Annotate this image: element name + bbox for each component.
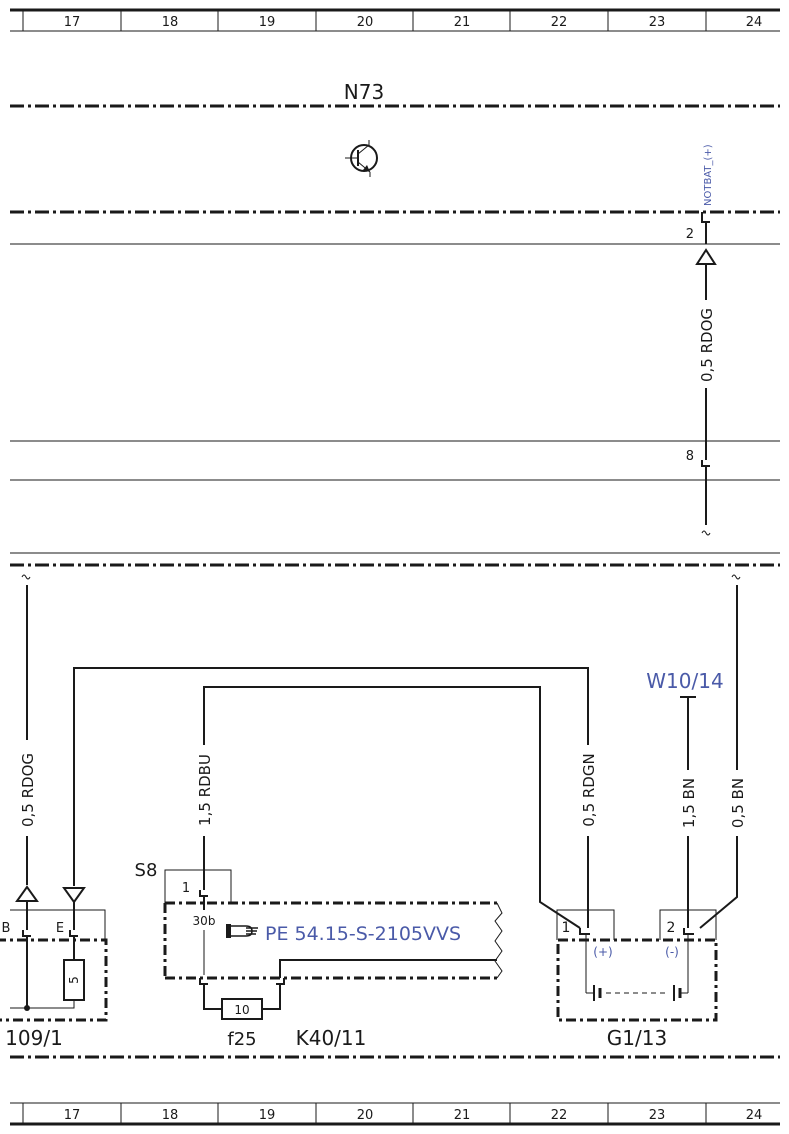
notbat-label: NOTBAT_(+): [703, 144, 714, 206]
fuse-5-label: 5: [67, 976, 81, 984]
grid-col-18-bottom: 18: [162, 1108, 179, 1123]
wire-left-rdog-label: 0,5 RDOG: [19, 753, 37, 827]
grid-col-22-bottom: 22: [551, 1108, 568, 1123]
bottom-grid-ruler: 17 18 19 20 21 22 23 24: [10, 1102, 780, 1126]
wire-break-icon: [701, 530, 711, 536]
junction-dot: [24, 1005, 30, 1011]
n73-label: N73: [344, 80, 384, 104]
pin-b-label: B: [2, 921, 11, 936]
wire-break-icon: [731, 574, 741, 580]
torn-edge: [494, 902, 503, 979]
transistor-icon: [345, 140, 378, 177]
wire-break-icon: [21, 574, 31, 580]
wire-bn05-label: 0,5 BN: [729, 778, 747, 828]
wire-rdbu-label: 1,5 RDBU: [196, 754, 214, 826]
wire-bn-15: W10/14 1,5 BN: [646, 669, 724, 928]
wire-top-rdog: 2 0,5 RDOG 8: [686, 212, 717, 536]
grid-col-24: 24: [746, 15, 763, 30]
grid-col-18: 18: [162, 15, 179, 30]
grid-col-19: 19: [259, 15, 276, 30]
wire-top-rdog-label: 0,5 RDOG: [698, 308, 716, 382]
grid-col-19-bottom: 19: [259, 1108, 276, 1123]
reference-link[interactable]: PE 54.15-S-2105VVS: [265, 923, 461, 945]
s8-label: S8: [135, 860, 158, 881]
connector-arrow-down-icon: [62, 887, 86, 904]
grid-col-21: 21: [454, 15, 471, 30]
grid-col-20-bottom: 20: [357, 1108, 374, 1123]
g1-pin2-label: 2: [667, 920, 676, 936]
wire-rdgn-label: 0,5 RDGN: [580, 753, 598, 826]
pointing-hand-icon: [226, 924, 258, 938]
n73-module: N73 NOTBAT_(+): [10, 80, 780, 214]
connector-arrow-up-icon: [15, 885, 39, 902]
g1-13-label: G1/13: [607, 1026, 667, 1050]
wire-bn15-label: 1,5 BN: [680, 778, 698, 828]
grid-col-21-bottom: 21: [454, 1108, 471, 1123]
pin-e-label: E: [56, 921, 64, 936]
g1-13-battery: 1 2 (+) (-) G1/13: [556, 909, 718, 1050]
s8-pin-label: 1: [182, 881, 190, 896]
f25-label: f25: [227, 1029, 256, 1050]
k40-11-label: K40/11: [296, 1026, 367, 1050]
connector-arrow-icon: [695, 248, 717, 265]
wire-rdbu: 1,5 RDBU: [196, 686, 581, 929]
grid-col-24-bottom: 24: [746, 1108, 763, 1123]
g1-pin1-label: 1: [562, 920, 571, 936]
left-module-label: 109/1: [5, 1026, 63, 1050]
top-grid-ruler: 17 18 19 20 21 22 23 24: [10, 8, 780, 32]
s8-terminal-label: 30b: [193, 914, 216, 928]
grid-col-17: 17: [64, 15, 81, 30]
w10-14-label: W10/14: [646, 669, 723, 693]
g1-plus-label: (+): [593, 945, 612, 959]
connector-8-pin: 8: [686, 449, 694, 464]
wire-rdgn: 0,5 RDGN: [62, 667, 598, 930]
grid-col-22: 22: [551, 15, 568, 30]
grid-col-20: 20: [357, 15, 374, 30]
notbat-pin: 2: [686, 227, 694, 242]
k40-11-module: S8 1 30b PE 54.15-S-2105VVS 10 f25 K40/1…: [135, 860, 503, 1050]
g1-minus-label: (-): [665, 945, 679, 959]
grid-col-23: 23: [649, 15, 666, 30]
fuse-f25-value: 10: [234, 1003, 249, 1017]
left-module-109-1: B E 5 109/1: [0, 909, 108, 1050]
wire-bn-05: 0,5 BN: [699, 574, 747, 929]
grid-col-17-bottom: 17: [64, 1108, 81, 1123]
wire-left-rdog: 0,5 RDOG: [15, 574, 39, 930]
battery-icon: [586, 985, 688, 1001]
grid-col-23-bottom: 23: [649, 1108, 666, 1123]
